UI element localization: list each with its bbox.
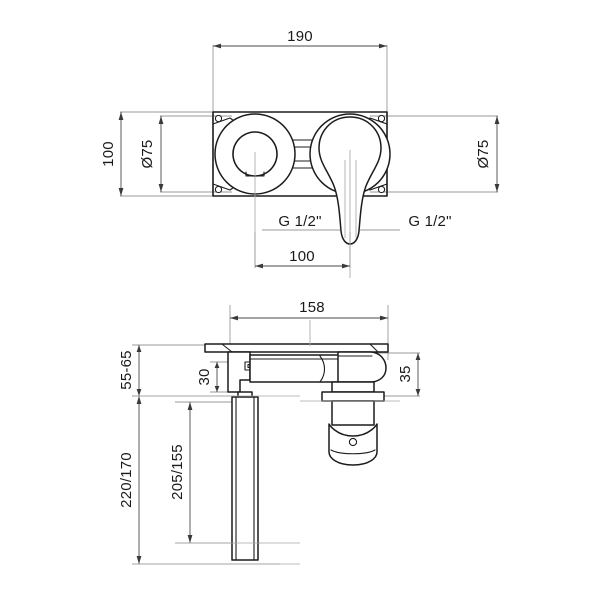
front-handle-escutcheon [214,113,296,265]
dimension-label-inlet-centers: 100 [289,248,315,265]
dimension-label-front-height: 100 [100,141,117,167]
front-spout-escutcheon [309,113,391,278]
front-view-group: 190 100 Ø75 [100,28,500,278]
dimension-label-escutcheon-right-diameter: Ø75 [475,140,492,169]
dimension-escutcheon-left-diameter: Ø75 [139,115,232,193]
side-section-view-group: 158 55-65 220/170 [118,299,421,565]
screw-hole-bottom-left [214,185,223,194]
dimension-escutcheon-right-diameter: Ø75 [370,115,500,193]
label-inlet-thread-right: G 1/2" [408,213,451,230]
side-wall-plate [204,343,389,353]
screw-hole-top-left [214,114,223,123]
dimension-front-height: 100 [100,111,215,197]
dimension-label-total-height: 220/170 [118,452,135,508]
dimension-label-side-projection: 158 [299,299,325,316]
screw-hole-top-right [377,114,386,123]
dimension-label-escutcheon-left-diameter: Ø75 [139,140,156,169]
dimension-front-width: 190 [212,28,388,112]
dimension-label-tube-height: 205/155 [169,444,186,500]
label-inlet-thread-left: G 1/2" [278,213,321,230]
side-spout-aerator [321,381,385,466]
screw-hole-bottom-right [377,185,386,194]
aerator-pin-hole [348,437,358,447]
aerator-cup [328,423,378,466]
dimension-label-handle-height: 30 [196,368,213,385]
inlet-thread-callouts: G 1/2" G 1/2" [262,213,451,231]
dimension-inlet-centers: 100 [254,232,351,269]
side-view-reference-lines [132,320,400,565]
dimension-label-wall-thickness: 55-65 [118,350,135,389]
dimension-label-front-width: 190 [287,28,313,45]
side-supply-tube [231,396,259,561]
dimension-label-spout-height: 35 [397,365,414,382]
